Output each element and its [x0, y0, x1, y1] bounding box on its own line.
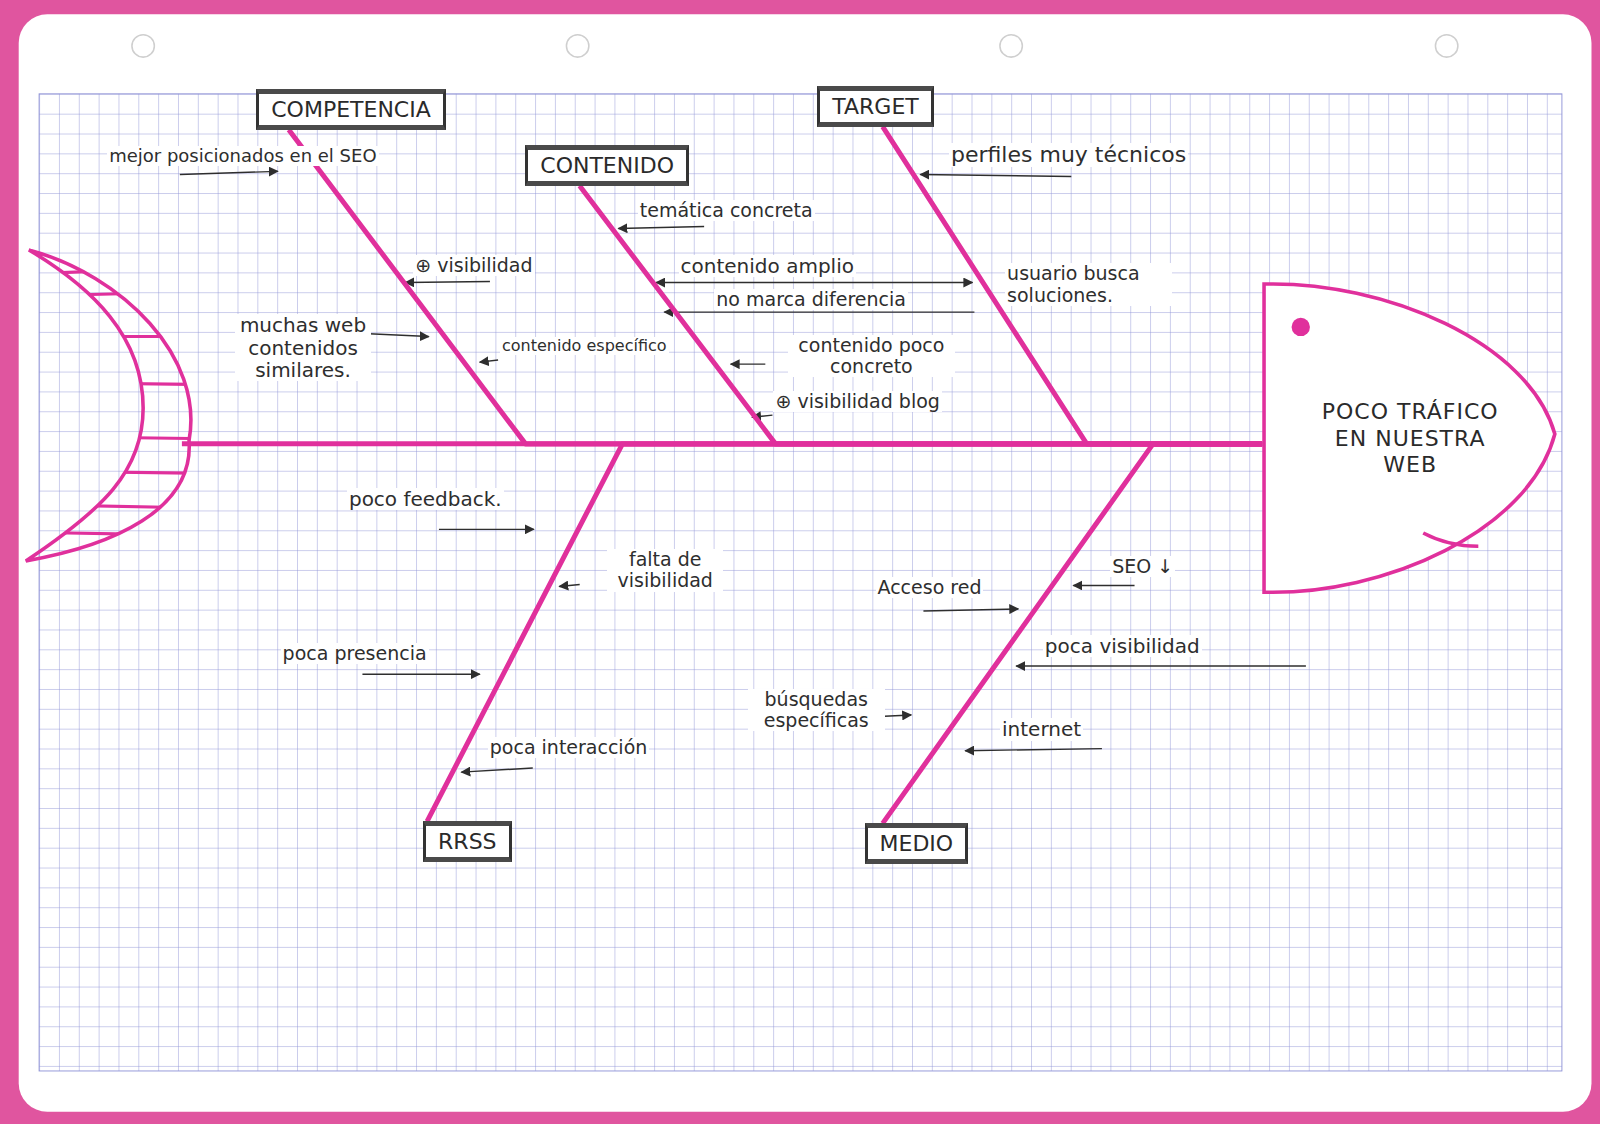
- cause-label: poca presencia: [281, 643, 429, 664]
- cause-label: muchas web contenidos similares.: [235, 314, 372, 381]
- category-title: CONTENIDO: [540, 153, 674, 178]
- category-title: TARGET: [832, 94, 918, 119]
- cause-label: poca interacción: [488, 737, 650, 758]
- paper-sheet: [19, 14, 1592, 1111]
- category-title: MEDIO: [880, 831, 954, 856]
- cause-label: temática concreta: [638, 200, 815, 221]
- effect-text: POCO TRÁFICO EN NUESTRA WEB: [1315, 399, 1505, 478]
- cause-label: contenido amplio: [679, 255, 856, 277]
- cause-label: contenido específico: [500, 337, 669, 355]
- cause-label: ⊕ visibilidad: [413, 255, 534, 276]
- cause-label: contenido poco concreto: [788, 335, 955, 378]
- category-box: COMPETENCIA: [256, 89, 446, 130]
- category-box: TARGET: [817, 86, 933, 127]
- cause-label: mejor posicionados en el SEO: [107, 146, 378, 166]
- cause-label: SEO ↓: [1110, 556, 1175, 577]
- category-title: COMPETENCIA: [271, 97, 431, 122]
- cause-label: falta de visibilidad: [607, 549, 723, 592]
- fishbone-bone: [289, 130, 1262, 444]
- leader-arrows: [180, 171, 1306, 772]
- cause-label: búsquedas específicas: [748, 689, 885, 732]
- cause-label: perfiles muy técnicos: [949, 143, 1188, 168]
- fish-tail: [26, 250, 204, 561]
- cause-label: poca visibilidad: [1043, 635, 1202, 657]
- fishbone-bone: [580, 186, 1263, 444]
- cause-label: usuario busca soluciones.: [1005, 263, 1172, 306]
- binder-holes: [132, 35, 1458, 57]
- category-box: MEDIO: [865, 823, 969, 864]
- category-title: RRSS: [438, 829, 497, 854]
- fishbone-bone: [427, 444, 1262, 821]
- cause-label: internet: [1000, 718, 1083, 740]
- effect-head: POCO TRÁFICO EN NUESTRA WEB: [1262, 281, 1558, 597]
- cause-label: ⊕ visibilidad blog: [773, 391, 941, 412]
- fishbone-bone: [883, 444, 1263, 823]
- category-box: RRSS: [423, 821, 512, 862]
- cause-label: no marca diferencia: [714, 289, 908, 310]
- cause-label: Acceso red: [876, 577, 984, 598]
- grid: [39, 94, 1562, 1071]
- category-box: CONTENIDO: [525, 145, 689, 186]
- cause-label: poco feedback.: [347, 488, 504, 510]
